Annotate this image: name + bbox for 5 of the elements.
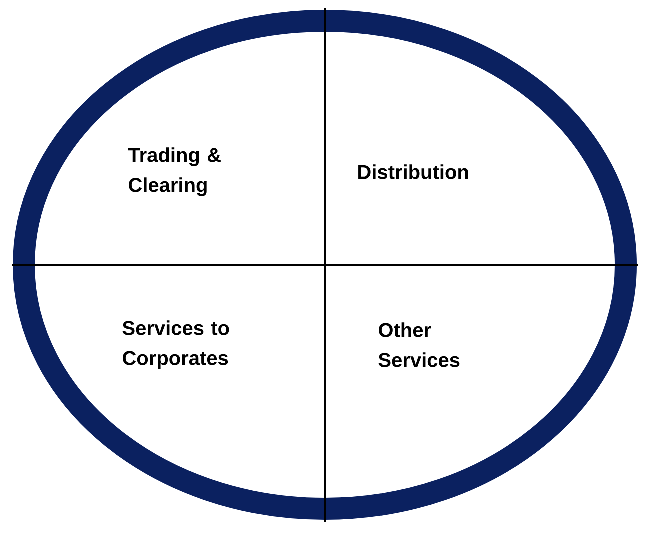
ellipse bbox=[13, 10, 637, 520]
quadrant-label: Services to Corporates bbox=[122, 320, 230, 370]
quadrant-label: Trading & Clearing bbox=[128, 148, 221, 196]
quadrant-label: Other Services bbox=[378, 322, 460, 368]
quadrant-label: Distribution bbox=[358, 164, 468, 180]
